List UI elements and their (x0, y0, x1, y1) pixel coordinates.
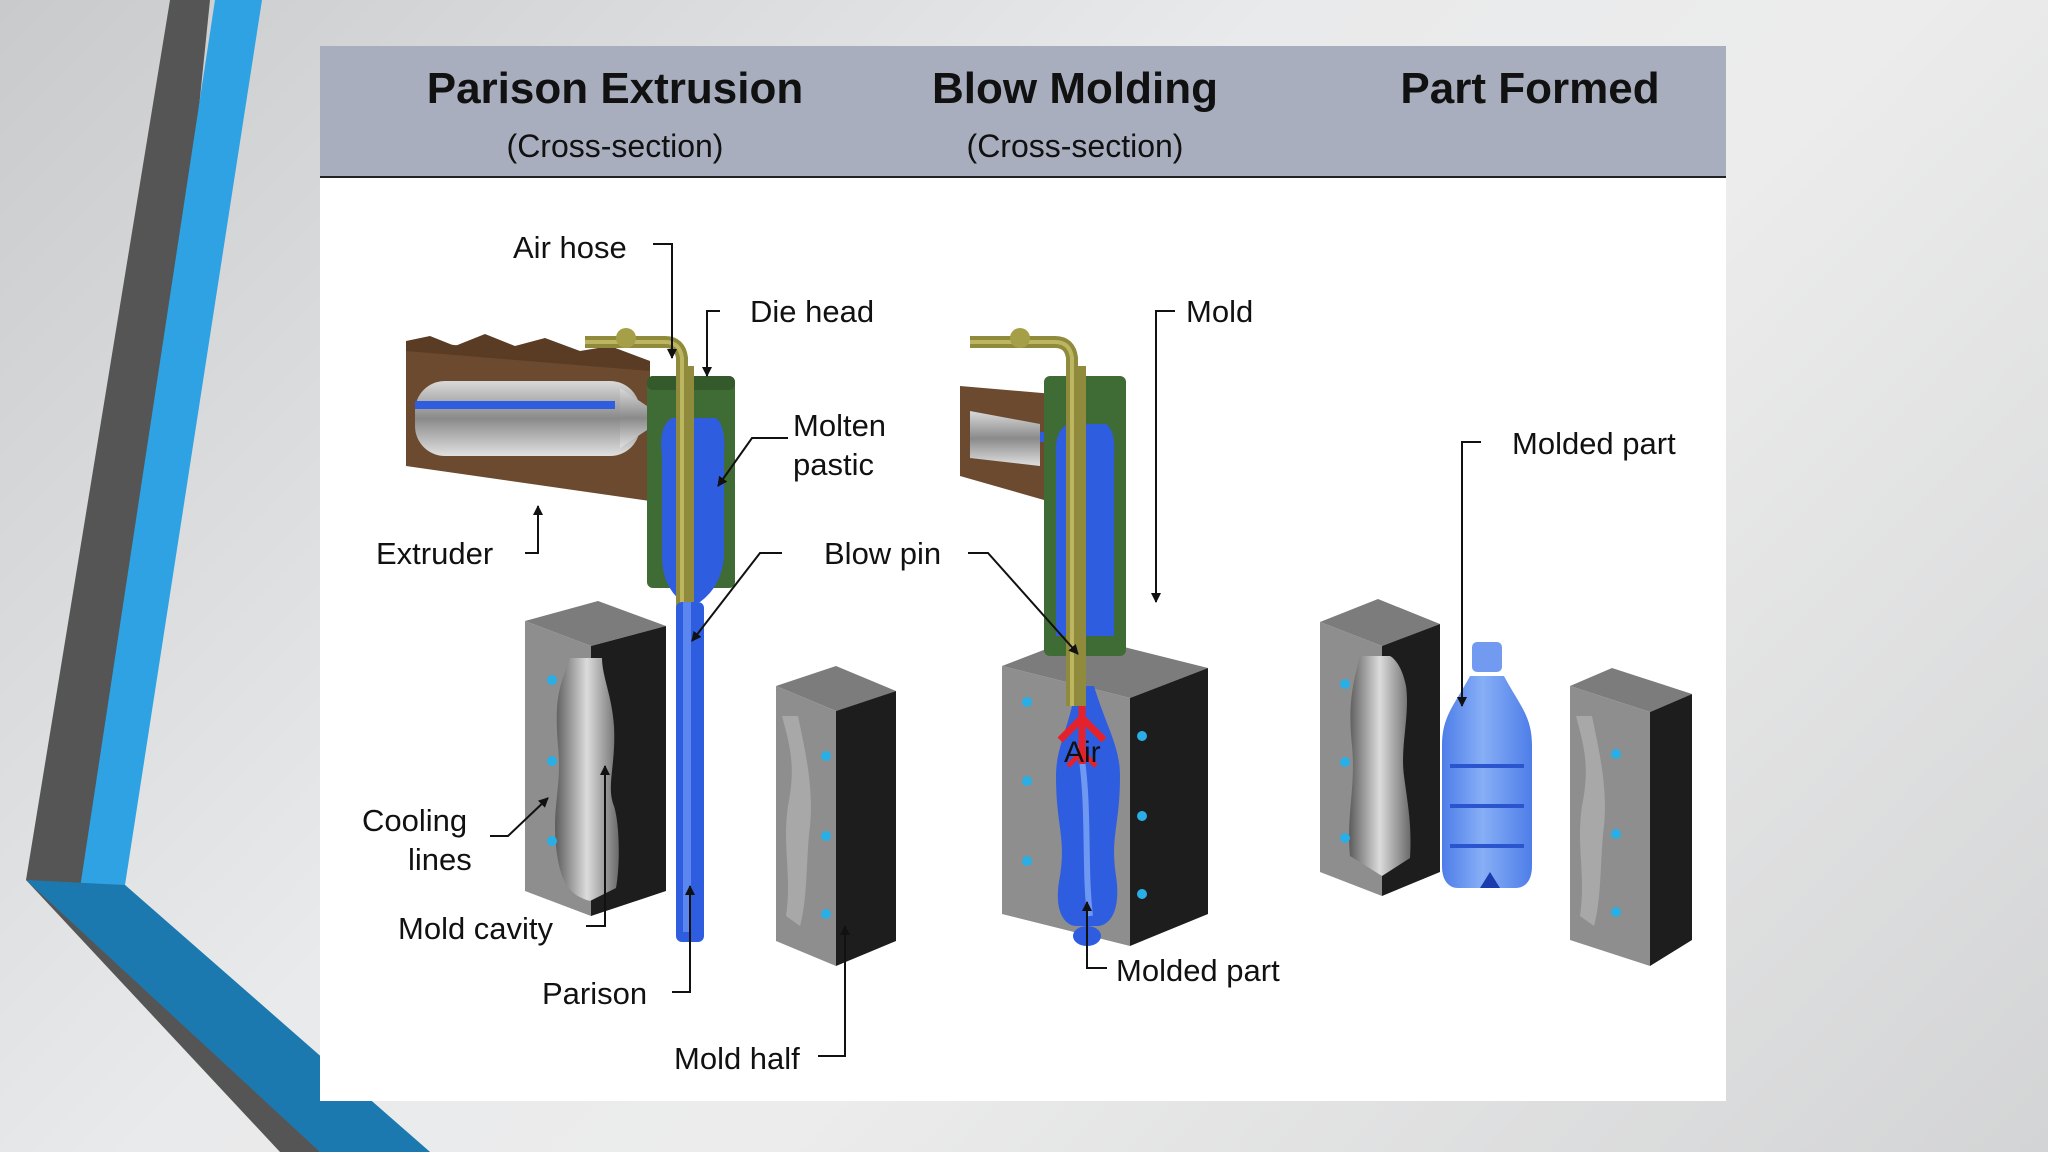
leader-extruder (525, 505, 543, 554)
mold-half-right-a (1320, 599, 1440, 896)
extruder (406, 334, 710, 501)
leader-molded-part-right (1457, 441, 1481, 707)
label-die-head: Die head (750, 294, 874, 329)
leader-cooling-lines (490, 797, 549, 837)
leader-mold-half (818, 925, 850, 1057)
label-mold-cavity: Mold cavity (398, 911, 554, 946)
label-blow-pin: Blow pin (824, 536, 941, 571)
col-title-parison-extrusion: Parison Extrusion (426, 64, 804, 113)
label-cooling-line2: lines (408, 842, 472, 877)
label-mold: Mold (1186, 294, 1253, 329)
label-cooling-line1: Cooling (362, 803, 467, 838)
label-molten-line2: pastic (793, 447, 874, 482)
mold-center (1002, 636, 1208, 946)
leader-lines (490, 243, 1481, 1057)
mold-half-right-left-section (776, 666, 896, 966)
mold-half-right-b (1570, 668, 1692, 966)
label-molten-line1: Molten (793, 408, 886, 443)
label-parison: Parison (542, 976, 647, 1011)
air-hose-center (970, 328, 1086, 706)
leader-die-head (702, 310, 720, 377)
leader-molten-plastic (717, 437, 788, 487)
label-extruder: Extruder (376, 536, 493, 571)
col-subtitle-parison-extrusion: (Cross-section) (506, 128, 724, 164)
label-molded-part-right: Molded part (1512, 426, 1676, 461)
label-mold-half: Mold half (674, 1041, 800, 1076)
leader-molded-part-center (1082, 901, 1107, 969)
col-title-blow-molding: Blow Molding (932, 64, 1218, 113)
molded-bottle (1442, 642, 1532, 888)
parison (676, 602, 704, 942)
col-subtitle-blow-molding: (Cross-section) (966, 128, 1184, 164)
label-air: Air (1064, 736, 1101, 769)
diagram-panel: Parison Extrusion (Cross-section) Blow M… (320, 46, 1726, 1101)
leader-parison (672, 885, 695, 993)
leader-air-hose (653, 243, 677, 359)
air-hose (585, 328, 694, 686)
header-bar: Parison Extrusion (Cross-section) Blow M… (320, 46, 1726, 178)
leader-blow-pin-left (691, 552, 782, 642)
leader-blow-pin-center (968, 552, 1079, 655)
label-air-hose: Air hose (513, 230, 627, 265)
label-molded-part-center: Molded part (1116, 953, 1280, 988)
leader-mold (1151, 310, 1175, 603)
mold-half-left (525, 601, 666, 916)
blue-stripe (80, 0, 430, 1152)
col-title-part-formed: Part Formed (1400, 64, 1660, 113)
blow-molding-diagram: Air hose Die head Molten pastic Extruder… (362, 230, 1692, 1076)
leader-mold-cavity (586, 765, 610, 927)
air-arrow (1057, 706, 1107, 768)
